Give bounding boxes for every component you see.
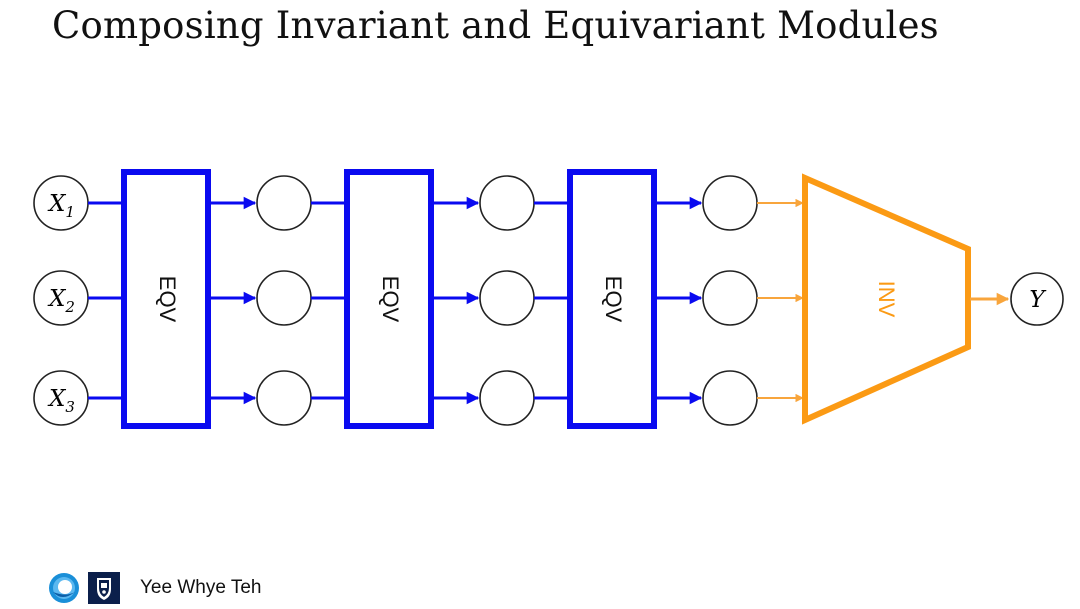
eqv-module-3: EQV [567,169,657,429]
edges-eqv1-out [211,196,257,405]
input-node-3: X3 [33,370,89,426]
hidden-node-3-3 [702,370,758,426]
eqv-module-2: EQV [344,169,434,429]
edges-eqv3-out [657,196,703,405]
input-node-2-label: X2 [47,286,75,316]
edges-inv-in [757,198,804,403]
hidden-layer-1 [256,175,312,426]
inv-module: INV [802,173,971,425]
output-node: Y [1010,272,1064,326]
edges-eqv2-out [434,196,480,405]
hidden-node-3-2 [702,270,758,326]
oxford-crest-logo [88,572,120,604]
output-node-label: Y [1029,287,1047,313]
slide-title: Composing Invariant and Equivariant Modu… [52,4,939,47]
input-node-3-label: X3 [47,386,75,416]
hidden-node-2-2 [479,270,535,326]
hidden-node-1-3 [256,370,312,426]
hidden-node-1-1 [256,175,312,231]
input-node-1-label: X1 [47,191,75,221]
hidden-layer-2 [479,175,535,426]
input-edges [88,201,124,400]
edges-hidden2-out [534,201,570,400]
hidden-node-3-1 [702,175,758,231]
hidden-node-2-1 [479,175,535,231]
hidden-node-1-2 [256,270,312,326]
hidden-layer-3 [702,175,758,426]
edges-hidden1-out [311,201,347,400]
input-node-2: X2 [33,270,89,326]
hidden-node-2-3 [479,370,535,426]
input-node-1: X1 [33,175,89,231]
footer: Yee Whye Teh [48,570,261,606]
inv-module-label: INV [874,281,899,318]
eqv-module-1-label: EQV [155,276,180,323]
eqv-module-1: EQV [121,169,211,429]
eqv-module-2-label: EQV [378,276,403,323]
deepmind-logo [49,573,79,603]
author-name: Yee Whye Teh [140,577,262,598]
eqv-module-3-label: EQV [601,276,626,323]
